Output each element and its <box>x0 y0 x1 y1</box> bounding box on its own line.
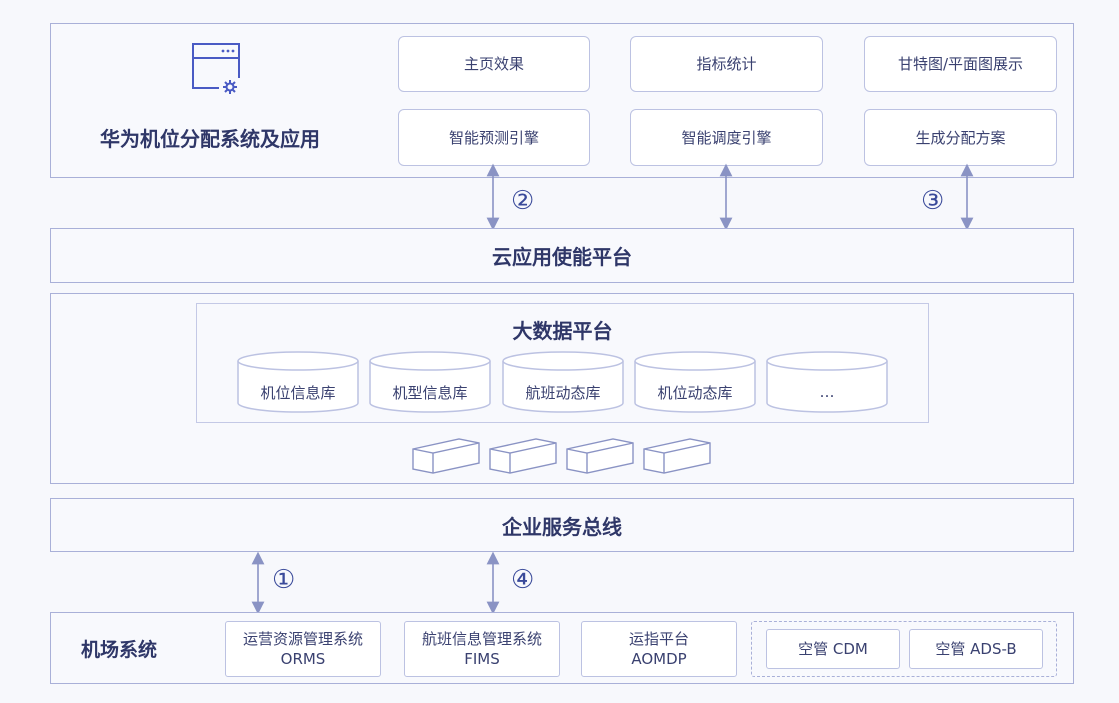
big-data-title: 大数据平台 <box>512 319 613 343</box>
airport-title: 机场系统 <box>81 639 158 661</box>
database-icon <box>237 351 359 413</box>
database-icon <box>634 351 756 413</box>
app-panel-title: 华为机位分配系统及应用 <box>100 127 320 151</box>
app-window-gear-icon <box>192 43 241 96</box>
database-icon <box>369 351 491 413</box>
system-aomdp-code: AOMDP <box>631 650 687 668</box>
system-aomdp[interactable]: 运指平台 AOMDP <box>581 621 737 677</box>
database-icon <box>766 351 888 413</box>
system-aomdp-name: 运指平台 <box>628 630 689 648</box>
connector-label-4: ④ <box>511 565 535 595</box>
module-homepage[interactable]: 主页效果 <box>398 36 590 92</box>
connector-label-2: ② <box>511 186 535 216</box>
server-icon <box>566 438 634 474</box>
system-orms-name: 运营资源管理系统 <box>242 630 363 648</box>
module-allocation-plan[interactable]: 生成分配方案 <box>864 109 1057 166</box>
system-fims-name: 航班信息管理系统 <box>421 630 542 648</box>
cloud-platform-title: 云应用使能平台 <box>492 245 632 269</box>
server-icon <box>412 438 480 474</box>
database-label: 机型信息库 <box>392 383 468 402</box>
system-fims[interactable]: 航班信息管理系统 FIMS <box>404 621 560 677</box>
app-panel: 华为机位分配系统及应用 主页效果 指标统计 甘特图/平面图展示 智能预测引擎 智… <box>50 23 1074 178</box>
cloud-platform-bar: 云应用使能平台 <box>50 228 1074 283</box>
module-prediction-engine[interactable]: 智能预测引擎 <box>398 109 590 166</box>
module-scheduling-engine[interactable]: 智能调度引擎 <box>630 109 823 166</box>
system-orms[interactable]: 运营资源管理系统 ORMS <box>225 621 381 677</box>
server-icon <box>489 438 557 474</box>
system-orms-code: ORMS <box>280 650 326 668</box>
database-label: 机位信息库 <box>260 383 336 402</box>
atc-ads-b[interactable]: 空管 ADS-B <box>909 629 1043 669</box>
database-label: 机位动态库 <box>657 383 733 402</box>
database-cylinder: … <box>766 351 888 413</box>
atc-cdm[interactable]: 空管 CDM <box>766 629 900 669</box>
big-data-inner-box: 大数据平台 机位信息库 机型信息库 航班动态库 <box>196 303 929 423</box>
database-icon <box>502 351 624 413</box>
airport-panel: 机场系统 运营资源管理系统 ORMS 航班信息管理系统 FIMS 运指平台 AO… <box>50 612 1074 684</box>
database-cylinder: 航班动态库 <box>502 351 624 413</box>
database-cylinder: 机位信息库 <box>237 351 359 413</box>
module-gantt[interactable]: 甘特图/平面图展示 <box>864 36 1057 92</box>
module-statistics[interactable]: 指标统计 <box>630 36 823 92</box>
connector-label-1: ① <box>272 565 296 595</box>
database-label: 航班动态库 <box>525 383 601 402</box>
database-label: … <box>819 383 835 401</box>
big-data-panel: 大数据平台 机位信息库 机型信息库 航班动态库 <box>50 293 1074 484</box>
connector-label-3: ③ <box>921 186 945 216</box>
server-icon <box>643 438 711 474</box>
system-fims-code: FIMS <box>464 650 500 668</box>
atc-group: 空管 CDM 空管 ADS-B <box>751 621 1057 677</box>
database-cylinder: 机位动态库 <box>634 351 756 413</box>
esb-bar: 企业服务总线 <box>50 498 1074 552</box>
database-cylinder: 机型信息库 <box>369 351 491 413</box>
server-row <box>412 438 711 474</box>
esb-title: 企业服务总线 <box>502 514 622 539</box>
